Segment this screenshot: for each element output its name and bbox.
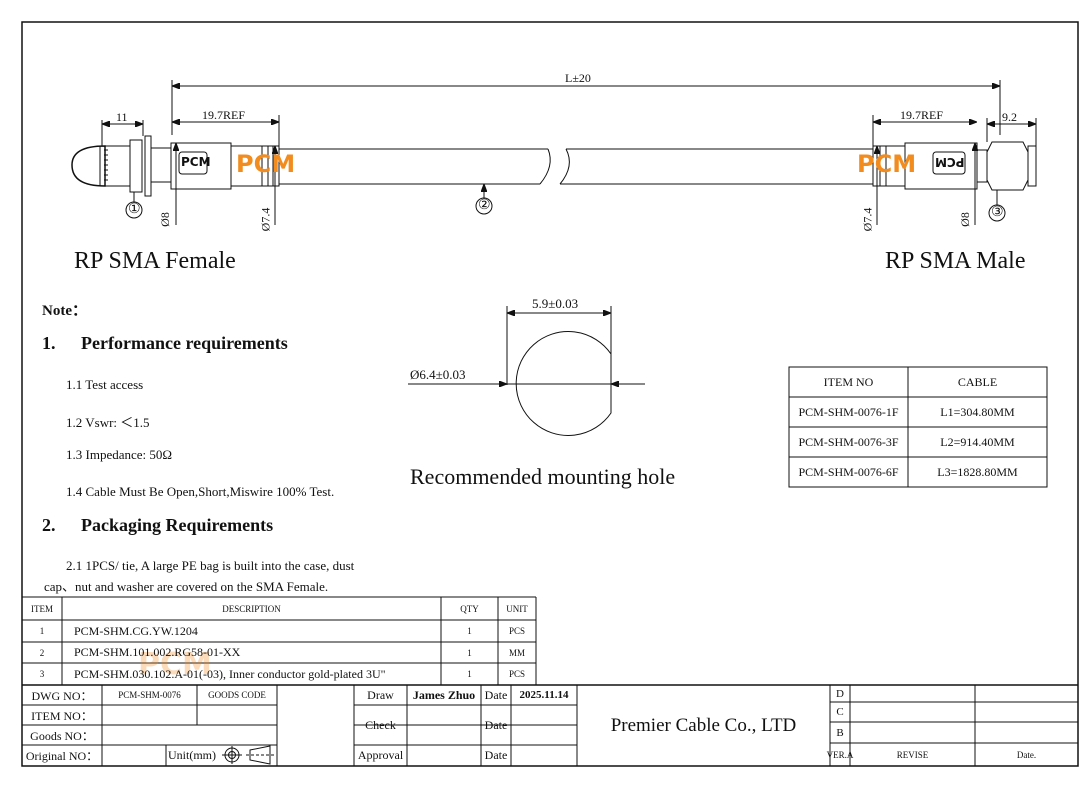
bom-cell: PCS [508, 626, 525, 636]
bom-header: UNIT [506, 603, 528, 614]
cable [279, 148, 873, 185]
bom-cell: PCM-SHM.101.002.RG58-01-XX [74, 645, 241, 659]
item-table-cell: PCM-SHM-0076-1F [798, 404, 899, 419]
boot-marking-right: PCM [935, 155, 965, 169]
hole-diameter-dimension: Ø6.4±0.03 [410, 367, 466, 382]
original-no-label: Original NO： [25, 749, 99, 763]
rp-sma-female-connector [71, 135, 280, 197]
approval-label: Approval [357, 748, 404, 762]
right-ref-dimension-label: 19.7REF [900, 108, 944, 122]
nut-dimension-label: 9.2 [1002, 110, 1017, 124]
balloon-3: ③ [991, 205, 1004, 220]
bom-cell: 1 [467, 647, 472, 658]
note-item: 1.2 Vswr: ＜1.5 [66, 415, 150, 430]
bom-cell: 3 [39, 669, 45, 679]
item-table-header: CABLE [957, 374, 998, 389]
watermark-logo-right: PCM [857, 150, 917, 178]
mounting-hole-caption: Recommended mounting hole [410, 464, 676, 489]
section-1-title: Performance requirements [81, 333, 288, 353]
item-table-header: ITEM NO [823, 374, 874, 389]
company-name: Premier Cable Co., LTD [610, 714, 797, 736]
cap-dimension-label: 11 [116, 110, 128, 124]
balloon-2: ② [478, 198, 491, 213]
bom-cell: 1 [467, 669, 472, 679]
right-outer-diameter: Ø8 [957, 212, 972, 227]
drawing-frame [21, 21, 1079, 767]
item-table-cell: L1=304.80MM [940, 404, 1015, 419]
revision-c: C [836, 706, 844, 718]
left-outer-diameter: Ø8 [157, 212, 172, 227]
check-label: Check [365, 717, 396, 732]
left-inner-diameter: Ø7.4 [258, 207, 273, 232]
note-item: 1.4 Cable Must Be Open,Short,Miswire 100… [66, 484, 335, 499]
right-inner-diameter: Ø7.4 [860, 207, 875, 232]
note-item: 1.1 Test access [66, 377, 144, 392]
bom-cell: 2 [39, 647, 45, 658]
section-2-number: 2. [42, 515, 56, 535]
mounting-hole-drawing [408, 306, 645, 436]
revision-b: B [836, 726, 844, 739]
watermark-logo-left: PCM [236, 150, 296, 178]
dwg-no-value: PCM-SHM-0076 [118, 690, 181, 700]
section-1-number: 1. [42, 333, 56, 353]
goods-code-label: GOODS CODE [208, 690, 266, 700]
revision-date-label: Date. [1016, 749, 1037, 760]
item-no-label: ITEM NO： [31, 708, 93, 723]
bom-cell: PCS [508, 669, 525, 679]
item-table-grid [788, 366, 1048, 488]
draw-label: Draw [367, 687, 394, 702]
boot-marking-left: PCM [181, 155, 211, 169]
dwg-no-label: DWG NO： [31, 688, 93, 703]
approval-date-label: Date [484, 748, 508, 762]
note-title: Note： [42, 303, 87, 319]
left-ref-dimension-label: 19.7REF [202, 108, 246, 122]
draw-date-label: Date [484, 687, 508, 702]
check-date-label: Date [484, 717, 508, 732]
unit-label: Unit(mm) [168, 748, 216, 762]
note-item: 1.3 Impedance: 50Ω [66, 447, 173, 462]
revision-d: D [836, 687, 844, 700]
goods-no-label: Goods NO： [30, 728, 94, 743]
left-connector-label: RP SMA Female [74, 248, 236, 274]
bom-cell: MM [508, 647, 525, 658]
item-table-cell: L3=1828.80MM [937, 464, 1018, 479]
bom-header: ITEM [31, 603, 53, 614]
drawer-name: James Zhuo [412, 687, 476, 702]
bom-header: DESCRIPTION [222, 603, 281, 614]
revision-ver-a: VER.A [826, 749, 854, 760]
draw-date: 2025.11.14 [519, 689, 569, 701]
balloon-1: ① [128, 202, 141, 217]
rp-sma-male-connector [872, 141, 1037, 191]
length-dimension-label: L±20 [565, 71, 591, 85]
revise-label: REVISE [896, 749, 929, 760]
bom-cell: PCM-SHM.030.102.A-01(-03), Inner conduct… [74, 666, 386, 681]
bom-cell: 1 [467, 626, 472, 636]
section-2-title: Packaging Requirements [81, 515, 274, 535]
bom-cell: PCM-SHM.CG.YW.1204 [74, 623, 198, 638]
item-table-cell: L2=914.40MM [940, 434, 1015, 449]
packaging-note-line-1: 2.1 1PCS/ tie, A large PE bag is built i… [66, 558, 355, 573]
right-connector-label: RP SMA Male [885, 248, 1026, 274]
bom-header: QTY [460, 603, 479, 614]
hole-width-dimension: 5.9±0.03 [532, 296, 579, 311]
item-table-cell: PCM-SHM-0076-6F [798, 464, 899, 479]
item-table-cell: PCM-SHM-0076-3F [798, 434, 899, 449]
packaging-note-line-2: cap、nut and washer are covered on the SM… [44, 579, 329, 594]
watermark-logo-bom: PCM [138, 647, 212, 682]
projection-symbol-icon [222, 745, 274, 765]
bom-cell: 1 [39, 626, 45, 636]
title-block-grid [22, 684, 1078, 766]
bom-grid [22, 596, 537, 685]
